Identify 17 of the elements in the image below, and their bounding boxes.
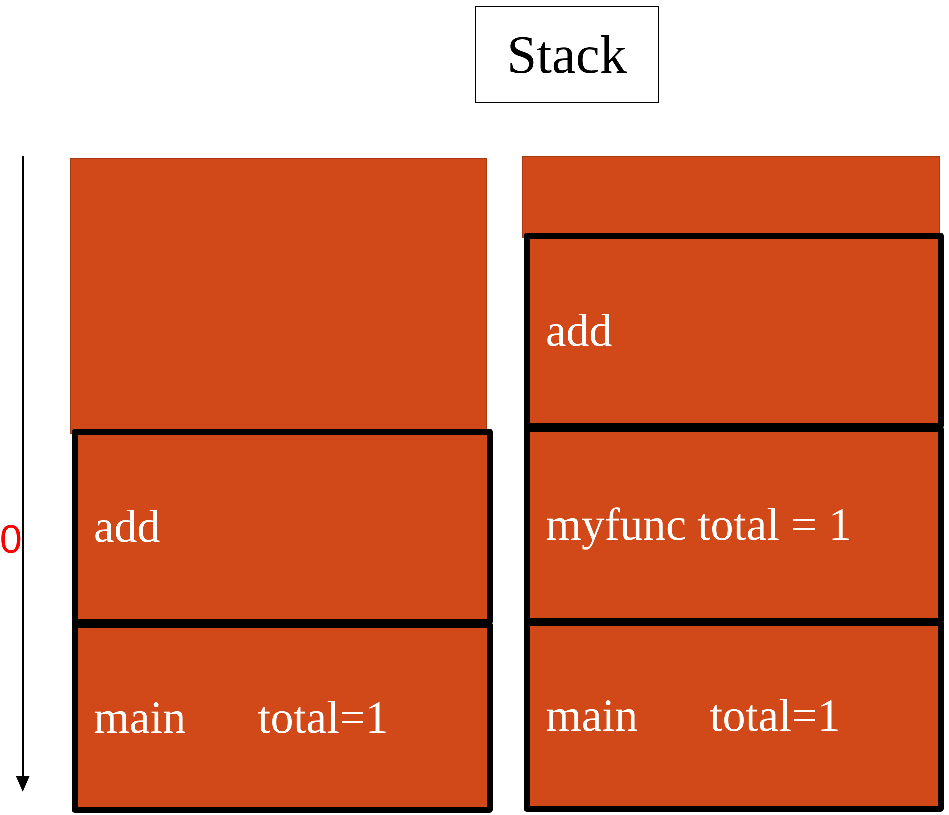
stack-title: Stack <box>507 28 627 82</box>
frame-label: main <box>94 694 186 740</box>
frame-label: add <box>94 504 160 550</box>
frame-label: myfunc total = 1 <box>546 502 852 548</box>
stack-depth-label: 0 <box>0 520 22 560</box>
stack-frame <box>72 622 493 813</box>
frame-label: main <box>546 693 638 739</box>
stack-frame <box>524 620 944 812</box>
stack-frame <box>524 426 944 624</box>
stack-block <box>522 156 940 238</box>
frame-label: total=1 <box>258 694 389 740</box>
frame-label: total=1 <box>710 693 841 739</box>
frame-label: add <box>546 308 612 354</box>
stack-frame <box>524 233 944 429</box>
title-box <box>475 6 659 103</box>
stack-frame <box>72 429 493 625</box>
stack-block <box>70 158 487 434</box>
